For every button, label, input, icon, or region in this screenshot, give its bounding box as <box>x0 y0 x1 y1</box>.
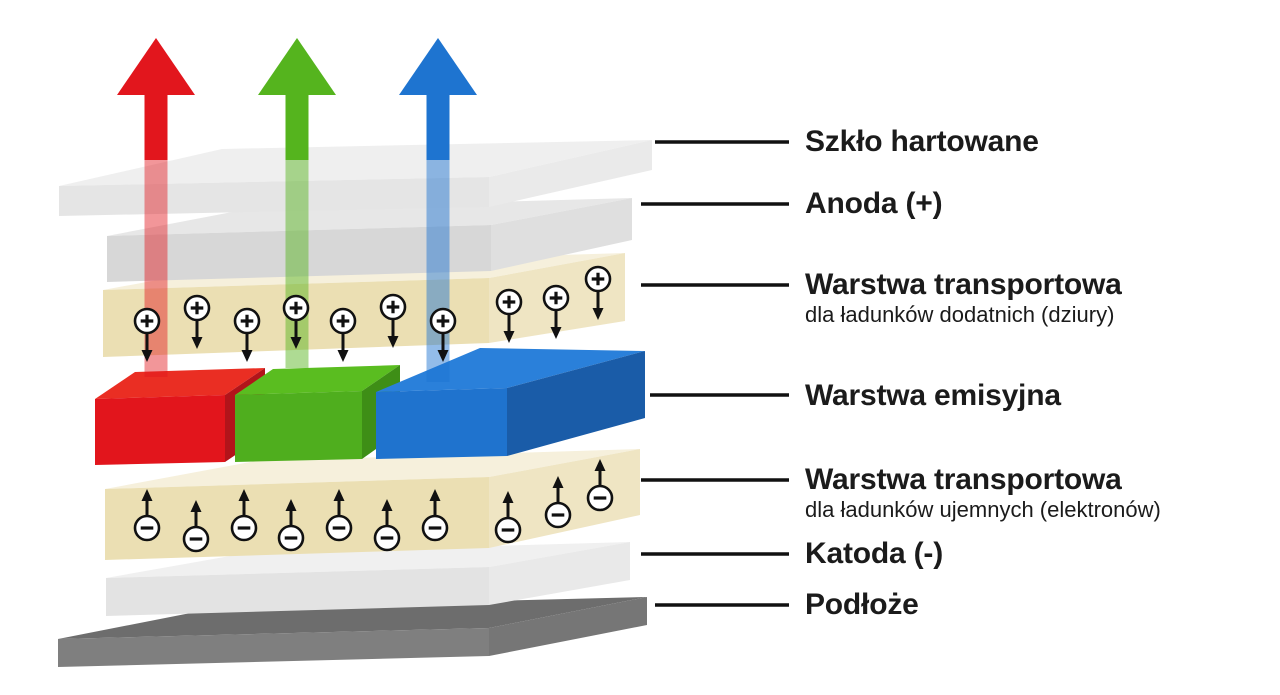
label-glass: Szkło hartowane <box>805 125 1039 158</box>
layer-cathode-shape <box>106 542 630 616</box>
layer-substrate-shape <box>58 597 647 667</box>
label-hole-transport-sub: dla ładunków dodatnich (dziury) <box>805 302 1115 327</box>
green-light-arrow-icon <box>258 38 336 160</box>
emissive-block-blue <box>376 348 645 459</box>
layer-glass-shape <box>59 140 652 216</box>
label-electron-transport: Warstwa transportowa <box>805 463 1122 496</box>
label-emissive: Warstwa emisyjna <box>805 379 1061 412</box>
red-light-arrow-icon <box>117 38 195 160</box>
annotation-lines <box>641 140 789 607</box>
label-substrate: Podłoże <box>805 588 919 621</box>
label-hole-transport: Warstwa transportowa <box>805 268 1122 301</box>
layer-anode-shape <box>107 198 632 282</box>
blue-light-beam <box>426 158 450 382</box>
label-electron-transport-sub: dla ładunków ujemnych (elektronów) <box>805 497 1161 522</box>
label-anode: Anoda (+) <box>805 187 943 220</box>
emissive-block-green <box>235 365 400 462</box>
label-cathode: Katoda (-) <box>805 537 943 570</box>
blue-light-arrow-icon <box>399 38 477 160</box>
